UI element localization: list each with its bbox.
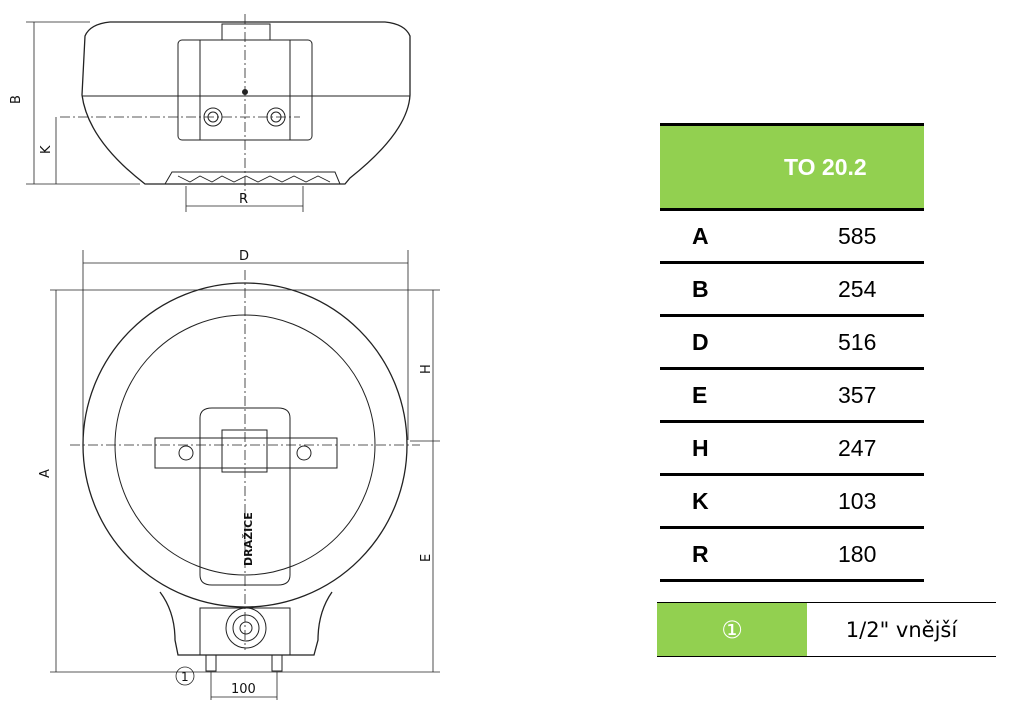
dimension-value: 516	[808, 315, 924, 370]
table-row: H 247	[660, 421, 924, 476]
dimension-key: K	[660, 474, 808, 529]
top-view-centerlines	[60, 14, 300, 200]
model-name: TO 20.2	[660, 123, 924, 211]
dimension-value: 254	[808, 262, 924, 317]
table-row: R 180	[660, 527, 924, 582]
dim-label-d: D	[239, 249, 249, 264]
dimension-value: 247	[808, 421, 924, 476]
front-view-centerlines	[70, 270, 420, 650]
table-row: E 357	[660, 368, 924, 423]
table-header-row: TO 20.2	[660, 123, 924, 211]
dimension-key: A	[660, 209, 808, 264]
dimension-key: B	[660, 262, 808, 317]
dimension-key: H	[660, 421, 808, 476]
top-view-dimensions	[26, 21, 304, 212]
front-view-dimensions	[50, 250, 440, 700]
dim-label-100: 100	[231, 682, 256, 697]
dim-label-e: E	[419, 554, 434, 562]
dim-label-h: H	[419, 364, 434, 374]
connection-legend: ① 1/2" vnější	[657, 602, 996, 657]
dimension-key: E	[660, 368, 808, 423]
dimension-key: R	[660, 527, 808, 582]
technical-drawing: B K R D A H E 100 1 DRAŽICE	[9, 14, 440, 700]
connection-marker-1: 1	[181, 670, 189, 684]
brand-logo-text: DRAŽICE	[242, 512, 255, 566]
table-row: A 585	[660, 209, 924, 264]
dimension-table: TO 20.2 A 585 B 254 D 516 E 357 H 247 K …	[660, 123, 924, 582]
table-row: D 516	[660, 315, 924, 370]
dimension-value: 357	[808, 368, 924, 423]
top-view-outline	[81, 21, 411, 185]
dim-label-b: B	[9, 95, 24, 104]
dim-label-k: K	[39, 145, 54, 154]
legend-description: 1/2" vnější	[845, 617, 958, 642]
dimension-value: 585	[808, 209, 924, 264]
dimension-value: 180	[808, 527, 924, 582]
dimension-value: 103	[808, 474, 924, 529]
dim-label-r: R	[239, 192, 248, 207]
dim-label-a: A	[38, 469, 53, 478]
dimension-key: D	[660, 315, 808, 370]
table-row: B 254	[660, 262, 924, 317]
table-row: K 103	[660, 474, 924, 529]
legend-symbol: ①	[657, 603, 807, 656]
